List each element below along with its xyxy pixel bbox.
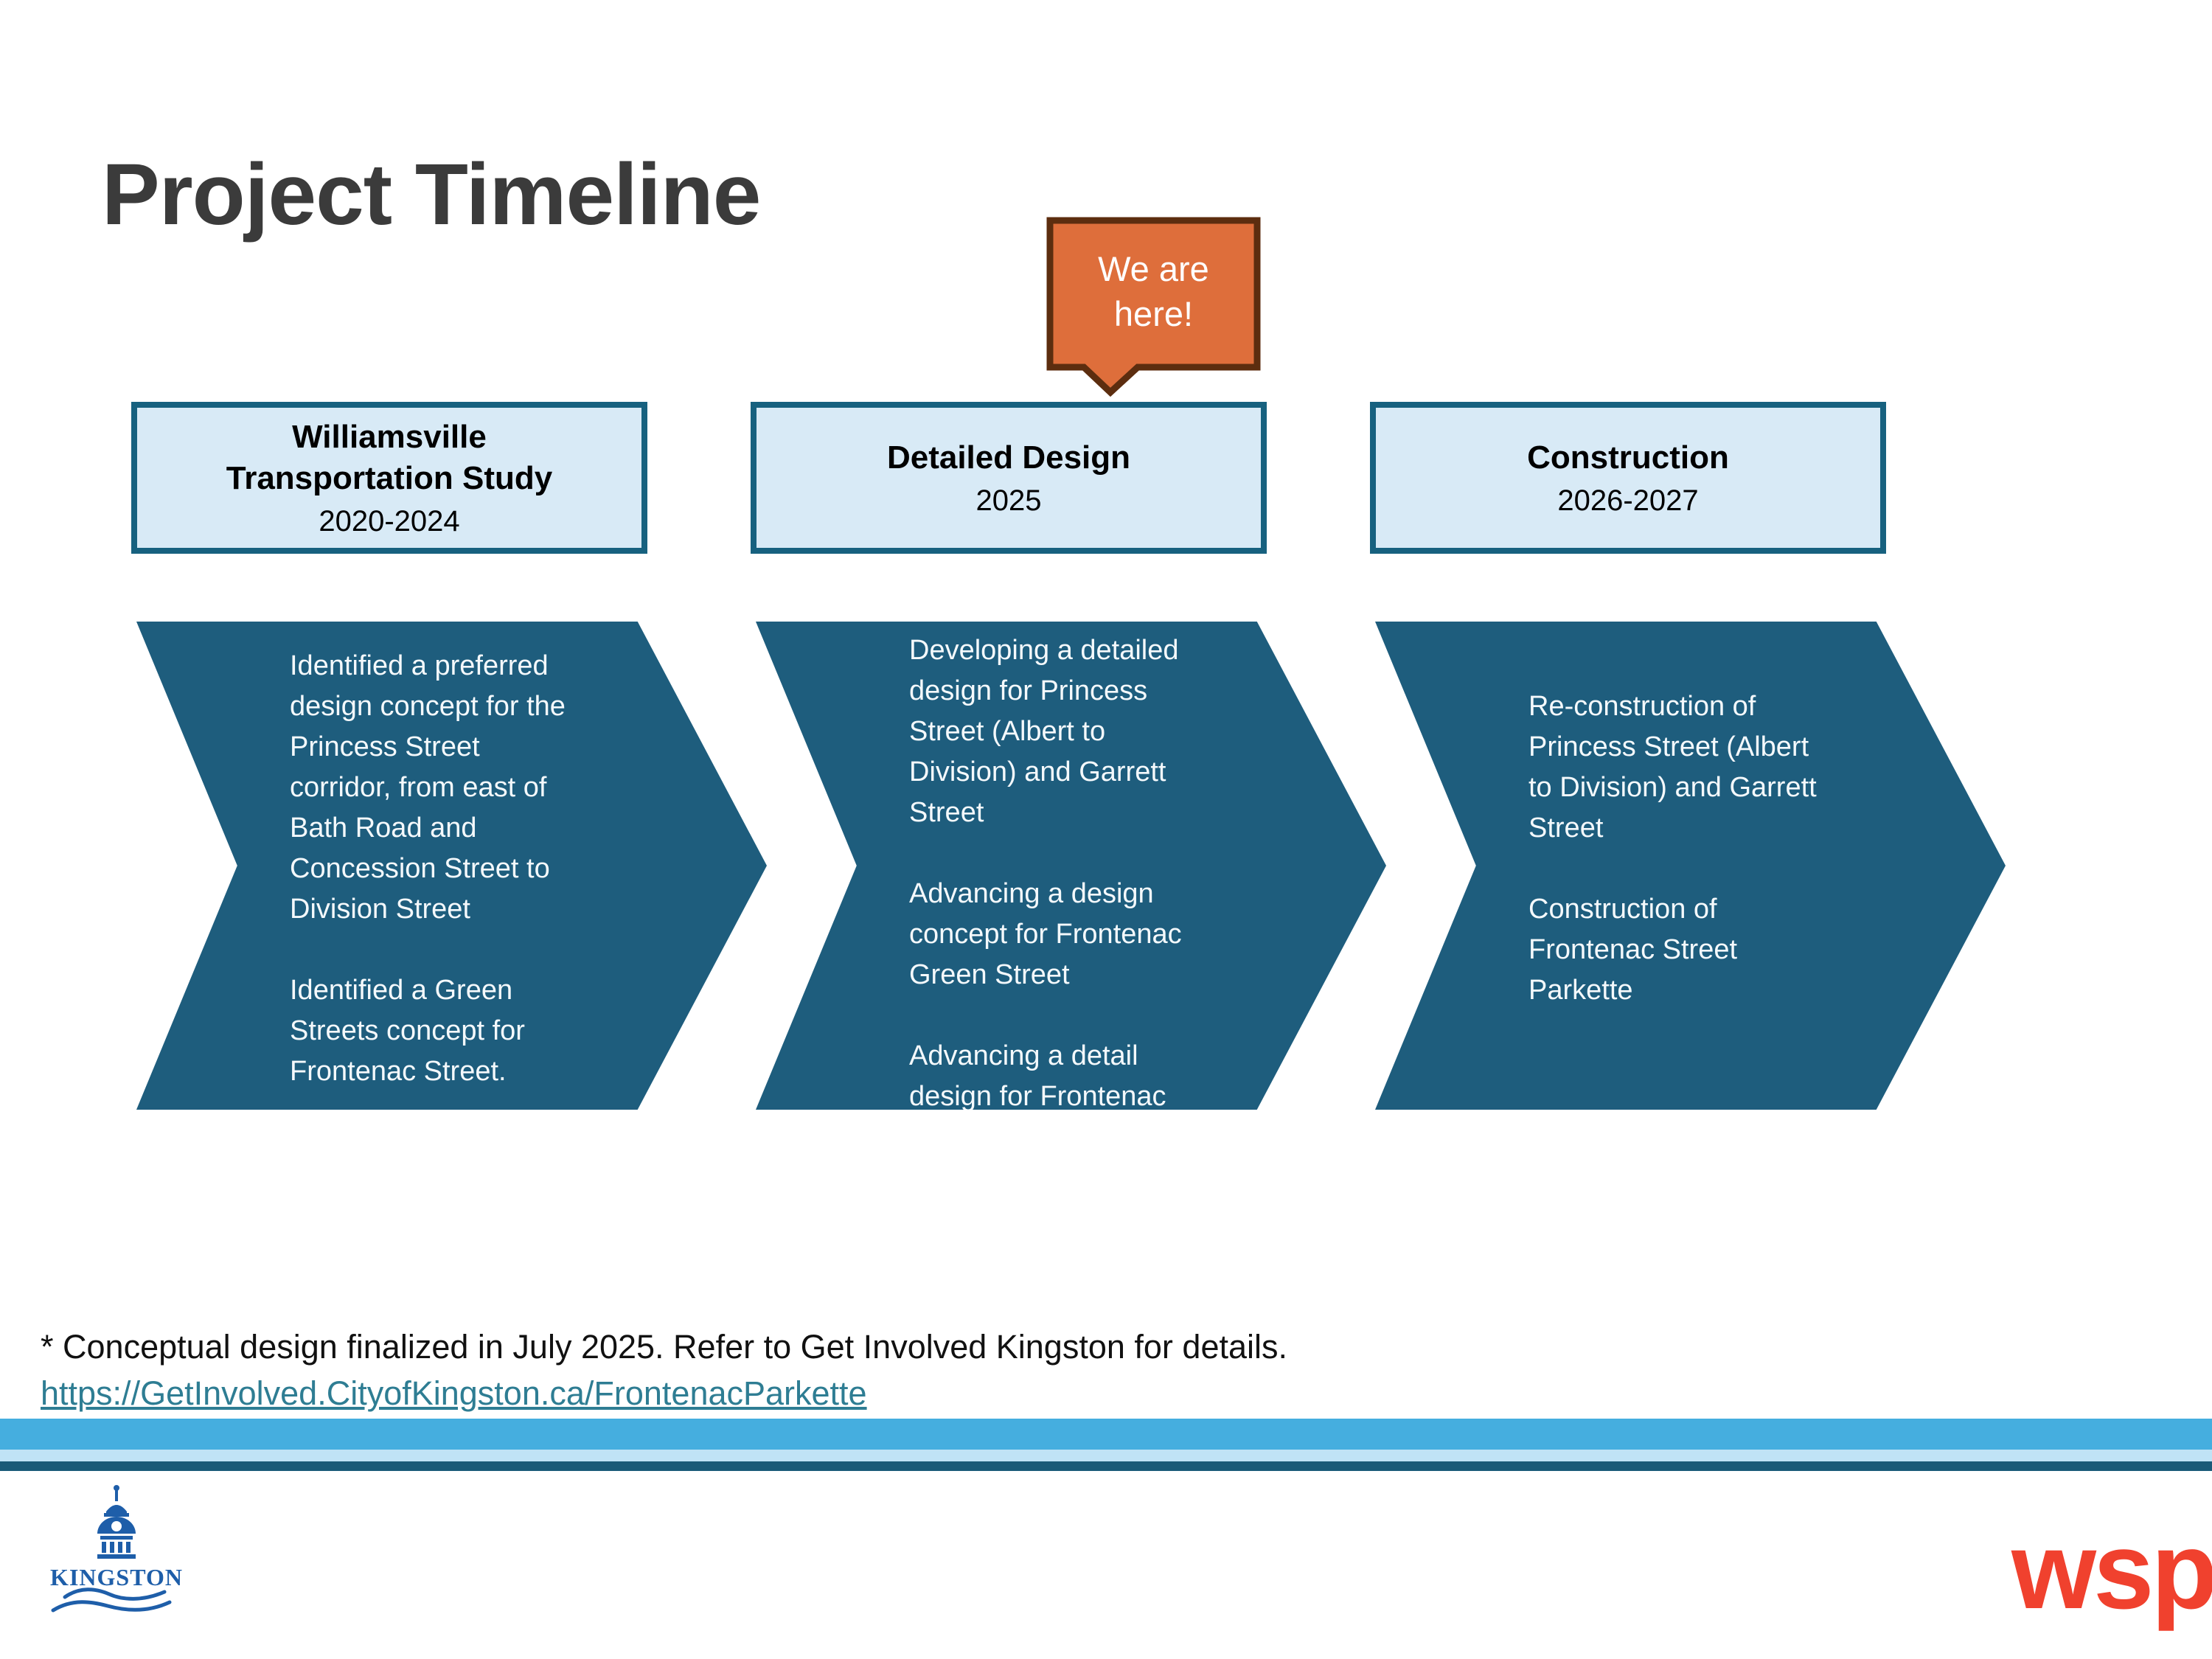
phase-arrow-detailed-design: Developing a detailed design for Princes… xyxy=(756,622,1386,1110)
page-title: Project Timeline xyxy=(102,146,761,243)
decorative-stripe-light-blue xyxy=(0,1450,2212,1461)
phase-header-williamsville-study: Williamsville Transportation Study 2020-… xyxy=(131,402,647,554)
arrow-detail-paragraph: Identified a preferred design concept fo… xyxy=(290,650,566,925)
phase-header-detailed-design: Detailed Design 2025 xyxy=(751,402,1267,554)
city-hall-dome-icon xyxy=(97,1485,136,1559)
phase-title: Detailed Design xyxy=(886,439,1131,476)
phase-years: 2026-2027 xyxy=(1557,484,1699,517)
arrow-detail-paragraph: Identified a Green Streets concept for F… xyxy=(290,975,525,1087)
phase-arrow-williamsville-study: Identified a preferred design concept fo… xyxy=(136,622,767,1110)
phase-header-construction: Construction 2026-2027 xyxy=(1370,402,1886,554)
phase-years: 2020-2024 xyxy=(319,505,460,538)
arrow-detail-paragraph: Advancing a detail design for Frontenac … xyxy=(909,1040,1166,1152)
footnote: * Conceptual design finalized in July 20… xyxy=(41,1324,1287,1416)
kingston-logo: KINGSTON xyxy=(50,1485,183,1613)
phase-title: Construction xyxy=(1527,439,1729,476)
phase-years: 2025 xyxy=(975,484,1042,517)
arrow-detail-paragraph: Developing a detailed design for Princes… xyxy=(909,635,1179,828)
we-are-here-callout: We are here! xyxy=(1046,217,1261,397)
phase-title: Williamsville Transportation Study xyxy=(226,419,553,496)
arrow-detail-paragraph: Construction of Frontenac Street Parkett… xyxy=(1528,894,1738,1006)
footnote-text: * Conceptual design finalized in July 20… xyxy=(41,1328,1287,1366)
callout-bubble-icon xyxy=(1046,217,1261,397)
decorative-stripe-dark-teal xyxy=(0,1461,2212,1471)
decorative-stripe-blue xyxy=(0,1419,2212,1450)
arrow-detail-paragraph: Re-construction of Princess Street (Albe… xyxy=(1528,691,1817,844)
wsp-logo: wsp xyxy=(2011,1510,2212,1632)
kingston-logo-wordmark: KINGSTON xyxy=(50,1564,183,1590)
arrow-detail-paragraph: Advancing a design concept for Frontenac… xyxy=(909,878,1182,990)
kingston-logo-waves-icon xyxy=(51,1587,172,1613)
phase-arrow-construction: Re-construction of Princess Street (Albe… xyxy=(1375,622,2006,1110)
footnote-link[interactable]: https://GetInvolved.CityofKingston.ca/Fr… xyxy=(41,1374,867,1412)
callout-text: We are here! xyxy=(1098,249,1209,333)
